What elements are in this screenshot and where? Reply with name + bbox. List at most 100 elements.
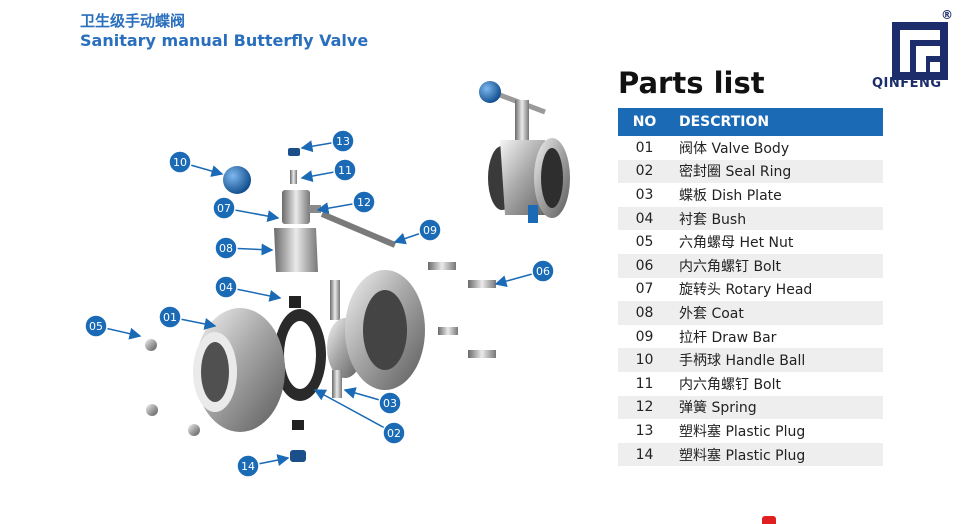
table-row: 04 衬套 Bush	[618, 206, 883, 231]
title-en: Sanitary manual Butterfly Valve	[80, 31, 369, 50]
callout-number: 14	[241, 460, 255, 473]
table-row: 08 外套 Coat	[618, 301, 883, 325]
callout-badge	[352, 190, 376, 214]
row-no: 06	[635, 257, 654, 274]
callout-number: 09	[423, 224, 437, 237]
logo-text: QINFENG	[872, 76, 942, 91]
decorative-red-mark	[762, 516, 776, 524]
callout-number: 01	[163, 311, 177, 324]
qinfeng-logo-icon	[892, 22, 948, 80]
callout-05: 05	[84, 314, 142, 340]
callout-number: 04	[219, 281, 233, 294]
callout-badge	[382, 421, 406, 445]
callout-13: 13	[300, 129, 355, 153]
callout-number: 02	[387, 427, 401, 440]
parts-table-header: NO DESCRTION	[618, 108, 883, 136]
row-desc: 拉杆 Draw Bar	[679, 329, 777, 346]
table-row: 07 旋转头 Rotary Head	[618, 278, 883, 302]
callout-badge	[418, 218, 442, 242]
callout-11: 11	[300, 158, 357, 182]
exploded-parts-image	[145, 148, 496, 462]
table-row: 10 手柄球 Handle Ball	[618, 348, 883, 372]
parts-table: NO DESCRTION 01 阀体 Valve Body 02 密封圈 Seal R…	[618, 108, 883, 467]
callout-number: 08	[219, 242, 233, 255]
callout-number: 12	[357, 196, 371, 209]
col-desc-header: DESCRTION	[679, 114, 770, 130]
callout-badge	[333, 158, 357, 182]
table-row: 14 塑料塞 Plastic Plug	[618, 442, 883, 467]
row-desc: 塑料塞 Plastic Plug	[679, 447, 806, 464]
row-desc: 蝶板 Dish Plate	[679, 187, 782, 204]
table-row: 01 阀体 Valve Body	[618, 136, 883, 160]
row-no: 01	[635, 139, 654, 156]
table-row: 05 六角螺母 Het Nut	[618, 230, 883, 254]
callout-07: 07	[212, 196, 280, 222]
callout-number: 07	[217, 202, 231, 215]
callout-badge	[378, 391, 402, 415]
row-no: 02	[635, 163, 654, 180]
callout-arrow	[313, 389, 395, 434]
table-row: 06 内六角螺钉 Bolt	[618, 253, 883, 278]
row-no: 05	[635, 234, 654, 251]
table-row: 03 蝶板 Dish Plate	[618, 183, 883, 207]
row-no: 07	[635, 281, 654, 298]
row-no: 08	[635, 304, 654, 321]
assembled-valve-image	[479, 81, 570, 223]
row-no: 12	[635, 399, 654, 416]
callout-10: 10	[168, 150, 224, 177]
table-row: 09 拉杆 Draw Bar	[618, 325, 883, 349]
callout-03: 03	[343, 387, 402, 415]
callout-08: 08	[214, 236, 274, 260]
callout-02: 02	[313, 389, 406, 445]
callout-12: 12	[316, 190, 376, 215]
row-no: 04	[635, 210, 654, 227]
row-desc: 密封圈 Seal Ring	[679, 164, 792, 181]
title-cn: 卫生级手动蝶阀	[80, 12, 186, 30]
parts-table-body: 01 阀体 Valve Body 02 密封圈 Seal Ring 03 蝶板 Dish …	[618, 136, 883, 467]
row-no: 11	[635, 375, 654, 392]
row-no: 03	[635, 186, 654, 203]
row-no: 10	[635, 352, 654, 369]
callout-number: 03	[383, 397, 397, 410]
callout-number: 11	[338, 164, 352, 177]
callout-09: 09	[393, 218, 442, 245]
callout-number: 05	[89, 320, 103, 333]
callout-badge	[158, 305, 182, 329]
row-desc: 外套 Coat	[679, 305, 744, 322]
col-no-header: NO	[632, 114, 657, 130]
callout-01: 01	[158, 305, 217, 330]
row-desc: 内六角螺钉 Bolt	[679, 376, 781, 393]
row-desc: 阀体 Valve Body	[679, 140, 790, 157]
row-desc: 六角螺母 Het Nut	[679, 235, 794, 252]
callout-number: 10	[173, 156, 187, 169]
table-row: 02 密封圈 Seal Ring	[618, 159, 883, 184]
row-desc: 手柄球 Handle Ball	[679, 353, 806, 370]
row-desc: 内六角螺钉 Bolt	[679, 258, 781, 275]
row-no: 13	[635, 422, 654, 439]
callout-badge	[84, 314, 108, 338]
row-desc: 塑料塞 Plastic Plug	[679, 423, 806, 440]
row-desc: 衬套 Bush	[679, 211, 747, 228]
table-row: 11 内六角螺钉 Bolt	[618, 372, 883, 396]
callout-badge	[236, 454, 260, 478]
callout-number: 06	[536, 265, 550, 278]
row-desc: 旋转头 Rotary Head	[679, 282, 813, 299]
table-row: 13 塑料塞 Plastic Plug	[618, 419, 883, 443]
callout-badge	[214, 236, 238, 260]
callout-badge	[331, 129, 355, 153]
registered-mark: ®	[941, 8, 953, 22]
table-row: 12 弹簧 Spring	[618, 395, 883, 420]
row-no: 09	[635, 328, 654, 345]
callout-badge	[212, 196, 236, 220]
callout-06: 06	[494, 259, 555, 287]
callout-14: 14	[236, 454, 290, 478]
callout-badge	[531, 259, 555, 283]
callout-number: 13	[336, 135, 350, 148]
callout-badge	[168, 150, 192, 174]
exploded-diagram: 01 02 03 04 05 06 07 08 09 10 11 12 13 14	[84, 81, 570, 478]
callout-04: 04	[214, 275, 282, 302]
row-desc: 弹簧 Spring	[679, 400, 757, 417]
callout-badge	[214, 275, 238, 299]
row-no: 14	[635, 446, 654, 463]
parts-list-title: Parts list	[618, 66, 765, 100]
